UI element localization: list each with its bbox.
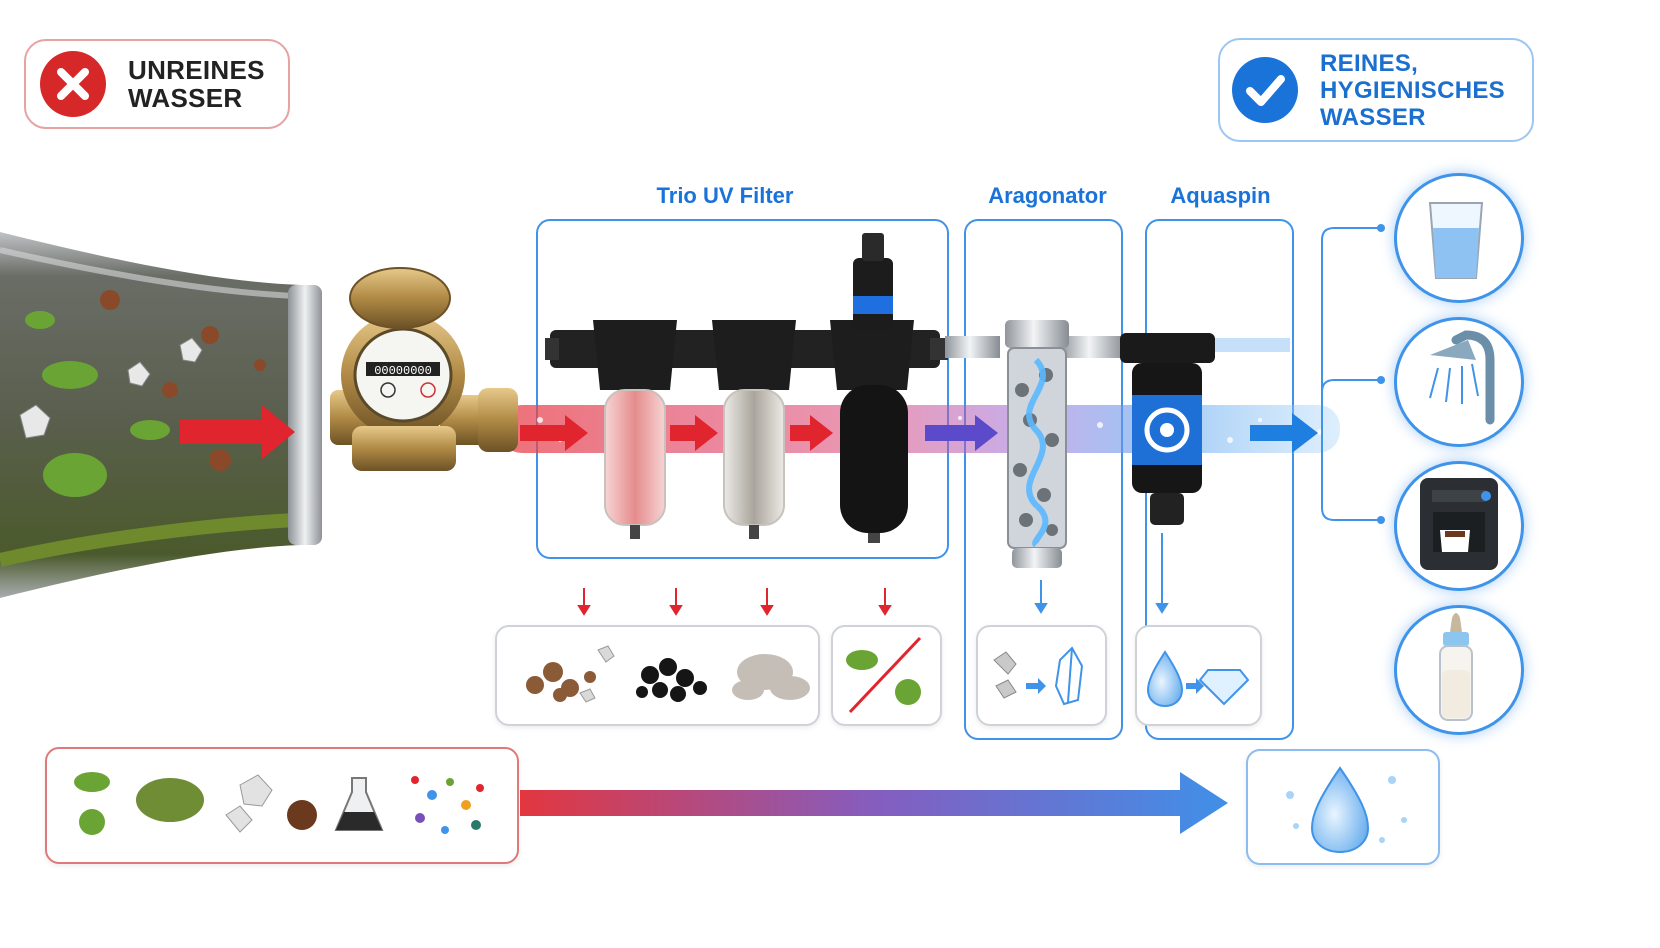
aquaspin-title: Aquaspin [1170,183,1271,208]
bacteria-removed [846,636,922,714]
aquaspin-device [1120,333,1290,525]
dirty-pipe [0,232,322,598]
meter-digits: 00000000 [374,364,432,378]
baby-bottle-icon [1439,613,1473,721]
contaminant-icons [74,772,484,835]
aragonator-box [964,219,1123,740]
coffee-machine-icon [1420,478,1498,570]
cross-icon [40,51,106,117]
dirty-water-label: UNREINES WASSER [128,55,265,113]
aragonator-device [945,320,1125,568]
purification-arrow [520,772,1228,834]
clean-water-label: REINES, HYGIENISCHES WASSER [1320,49,1505,131]
contaminants-summary-box [45,747,519,864]
pipe-flange [288,285,322,545]
clean-drop-icon [1286,766,1407,854]
drop-to-diamond [1146,650,1250,708]
trio-uv-filter-box [536,219,949,559]
lime-to-crystal [993,646,1084,706]
water-glass-icon [1428,202,1484,279]
shower-icon [1429,330,1495,425]
dirty-water-badge: UNREINES WASSER [24,39,290,129]
lime-crystal-box [976,625,1107,726]
water-flow-stream [500,405,1340,453]
aragonator-title: Aragonator [988,183,1107,208]
clean-water-badge: REINES, HYGIENISCHES WASSER [1218,38,1534,142]
check-icon [1232,57,1298,123]
trio-uv-filter-title: Trio UV Filter [656,183,794,208]
water-meter: 00000000 [330,267,518,471]
sediment-particles [526,645,810,703]
trio-filters [545,233,948,543]
